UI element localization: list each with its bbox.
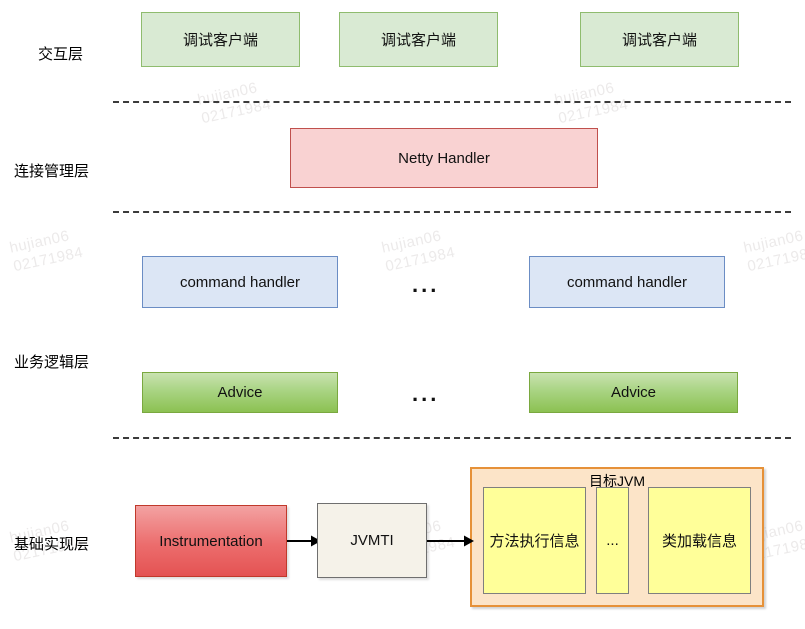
advice-ellipsis: ... [412,381,440,406]
layer-divider-2 [113,211,791,213]
command-handler-label: command handler [566,273,688,291]
debug-client-box[interactable]: 调试客户端 [339,12,498,67]
debug-client-box[interactable]: 调试客户端 [580,12,739,67]
layer-divider-3 [113,437,791,439]
arrow-jvmti-to-target-jvm [427,535,474,547]
layer-divider-1 [113,101,791,103]
jvm-item-class-load-info[interactable]: 类加载信息 [648,487,751,594]
jvm-item-label: ... [606,532,619,549]
layer-label-connection: 连接管理层 [14,163,90,180]
layer-label-business: 业务逻辑层 [14,354,90,371]
debug-client-label: 调试客户端 [182,32,258,49]
command-handler-label: command handler [179,273,301,291]
command-handler-ellipsis: ... [412,272,440,297]
command-handler-box[interactable]: command handler [529,256,725,308]
advice-label: Advice [610,384,657,401]
jvmti-box[interactable]: JVMTI [317,503,427,578]
arrow-instrumentation-to-jvmti [287,535,321,547]
advice-box[interactable]: Advice [142,372,338,413]
target-jvm-title: 目标JVM [589,473,645,489]
jvm-item-label: 方法执行信息 [489,533,580,550]
jvmti-label: JVMTI [350,532,394,549]
layer-label-interaction: 交互层 [38,46,84,63]
jvm-item-method-exec-info[interactable]: 方法执行信息 [483,487,586,594]
instrumentation-box[interactable]: Instrumentation [135,505,287,577]
debug-client-label: 调试客户端 [380,32,456,49]
netty-handler-label: Netty Handler [398,149,490,167]
debug-client-box[interactable]: 调试客户端 [141,12,300,67]
jvm-item-label: 类加载信息 [661,533,737,550]
netty-handler-box[interactable]: Netty Handler [290,128,598,188]
command-handler-box[interactable]: command handler [142,256,338,308]
advice-box[interactable]: Advice [529,372,738,413]
advice-label: Advice [217,384,263,401]
debug-client-label: 调试客户端 [621,32,697,49]
layer-label-foundation: 基础实现层 [14,536,90,553]
jvm-item-ellipsis[interactable]: ... [596,487,629,594]
instrumentation-label: Instrumentation [159,532,263,550]
